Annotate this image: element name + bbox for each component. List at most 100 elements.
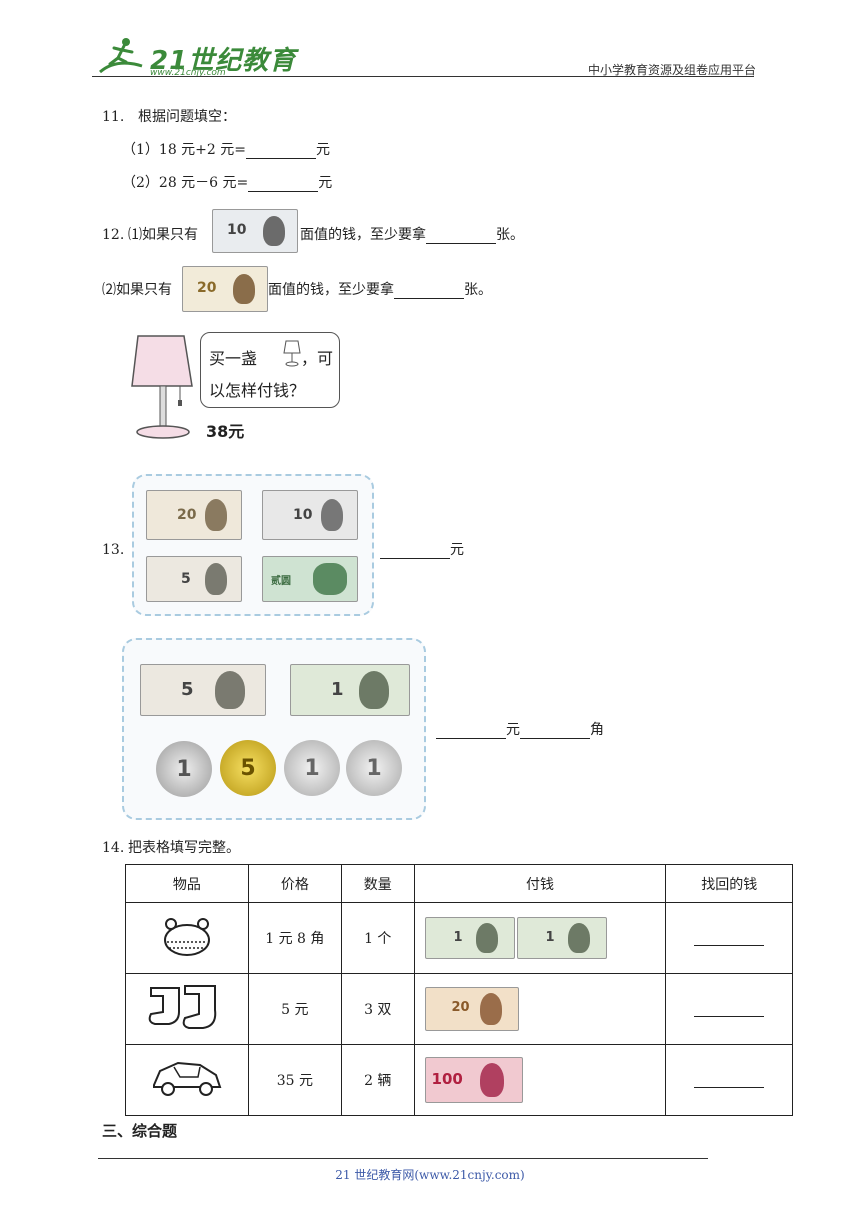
- hat-icon: [163, 918, 210, 956]
- ten-yuan-note-image: 10: [212, 209, 298, 253]
- q13-answer-1: 元: [380, 541, 464, 559]
- header-price: 价格: [247, 864, 343, 903]
- q12-line1-unit: 张。: [496, 227, 524, 243]
- one-yuan-note-image: 1: [424, 917, 515, 959]
- q11-prompt: 根据问题填空：: [138, 109, 236, 125]
- q12-line1: 面值的钱，至少要拿 张。: [300, 226, 524, 244]
- q13-unit-2b: 角: [590, 722, 604, 738]
- header-item: 物品: [125, 864, 249, 903]
- lamp-illustration: 买一盏 ，可 以怎样付钱？ 38元: [128, 330, 342, 442]
- q12-line2-text: 面值的钱，至少要拿: [268, 282, 394, 298]
- five-yuan-note-image: 5: [146, 556, 242, 602]
- one-yuan-coin-image: 1: [156, 741, 212, 797]
- q13-blank-yuan-1[interactable]: [380, 544, 450, 559]
- table-row: 1 元 8 角 1 个 1 1: [125, 902, 793, 974]
- price-cell: 35 元: [247, 1044, 343, 1116]
- q12-line1-text: 面值的钱，至少要拿: [300, 227, 426, 243]
- hundred-yuan-note-image: 100: [424, 1057, 523, 1103]
- change-blank[interactable]: [694, 1002, 765, 1017]
- one-yuan-note-image: 1: [290, 664, 410, 716]
- portrait-icon: [359, 671, 389, 709]
- note-denomination: 10: [227, 222, 247, 238]
- pay-cell: 100: [413, 1044, 667, 1116]
- speech-bubble: 买一盏 ，可 以怎样付钱？: [200, 332, 340, 408]
- five-jiao-coin-image: 5: [220, 740, 276, 796]
- note-denomination: 10: [293, 507, 313, 523]
- note-denomination: 1: [331, 679, 344, 700]
- qty-cell: 3 双: [341, 973, 415, 1045]
- header-pay: 付钱: [413, 864, 667, 903]
- q13-blank-jiao-2[interactable]: [520, 724, 590, 739]
- portrait-icon: [321, 499, 343, 531]
- twenty-yuan-note-image: 20: [182, 266, 268, 312]
- header-qty: 数量: [341, 864, 415, 903]
- change-cell: [665, 902, 793, 974]
- q11-part2: （2）28 元－6 元=元: [122, 174, 332, 192]
- q12-line2: 面值的钱，至少要拿 张。: [268, 281, 492, 299]
- q12-line2-prefix: ⑵如果只有: [102, 282, 172, 298]
- one-yuan-note-image: 1: [516, 917, 607, 959]
- one-yuan-coin-image: 1: [284, 740, 340, 796]
- small-lamp-icon: [283, 340, 301, 367]
- q13-unit-1: 元: [450, 542, 464, 558]
- q12-line2-blank[interactable]: [394, 284, 464, 299]
- change-blank[interactable]: [694, 931, 765, 946]
- portrait-icon: [479, 993, 502, 1025]
- q13-answer-2: 元角: [436, 721, 604, 739]
- platform-name: 中小学教育资源及组卷应用平台: [587, 63, 756, 77]
- twenty-yuan-note-image: 20: [146, 490, 242, 540]
- item-socks-cell: [125, 973, 249, 1045]
- qty-cell: 2 辆: [341, 1044, 415, 1116]
- note-denomination: 1: [453, 930, 463, 945]
- one-yuan-coin-image: 1: [346, 740, 402, 796]
- table-row: 35 元 2 辆 100: [125, 1044, 793, 1116]
- toy-car-icon: [152, 1061, 222, 1096]
- bubble-text-2: 以怎样付钱？: [209, 381, 306, 400]
- money-table: 物品 价格 数量 付钱 找回的钱 1 元 8 角 1 个 1 1: [125, 864, 793, 1116]
- portrait-icon: [205, 499, 227, 531]
- q11-part1-blank[interactable]: [246, 144, 316, 159]
- note-denomination: 贰圆: [271, 576, 291, 587]
- portrait-icon: [475, 923, 498, 953]
- two-yuan-note-image: 贰圆: [262, 556, 358, 602]
- change-blank[interactable]: [694, 1073, 765, 1088]
- runner-logo-icon: [99, 38, 143, 74]
- pay-cell: 20: [413, 973, 667, 1045]
- price-cell: 1 元 8 角: [247, 902, 343, 974]
- q11-number: 11.: [102, 109, 125, 125]
- logo-text: 21世纪教育: [150, 46, 297, 76]
- table-row: 5 元 3 双 20: [125, 973, 793, 1045]
- q11-part1-text: （1）18 元+2 元=: [122, 142, 246, 158]
- q11-part1-unit: 元: [316, 142, 330, 158]
- q13-number: 13.: [102, 542, 125, 558]
- note-denomination: 20: [451, 1000, 470, 1015]
- logo-url: www.21cnjy.com: [150, 68, 226, 78]
- q12-line1-prefix: ⑴如果只有: [128, 227, 198, 243]
- q14-number: 14.: [102, 840, 125, 856]
- note-denomination: 20: [197, 280, 217, 296]
- q13-blank-yuan-2[interactable]: [436, 724, 506, 739]
- note-denomination: 20: [177, 507, 197, 523]
- header-change: 找回的钱: [665, 864, 793, 903]
- twenty-yuan-note-image: 20: [424, 987, 519, 1031]
- note-denomination: 5: [181, 679, 194, 700]
- bubble-text-1b: ，可: [301, 349, 334, 368]
- table-header-row: 物品 价格 数量 付钱 找回的钱: [125, 864, 793, 903]
- change-cell: [665, 1044, 793, 1116]
- portrait-icon: [313, 563, 347, 595]
- ten-yuan-note-image: 10: [262, 490, 358, 540]
- portrait-icon: [215, 671, 245, 709]
- price-label: 38元: [206, 422, 245, 441]
- five-yuan-note-image: 5: [140, 664, 266, 716]
- bubble-text-1: 买一盏: [209, 349, 258, 368]
- q12-line2-unit: 张。: [464, 282, 492, 298]
- pay-cell: 1 1: [413, 902, 667, 974]
- socks-icon: [148, 985, 217, 1029]
- portrait-icon: [233, 274, 255, 304]
- q13-unit-2a: 元: [506, 722, 520, 738]
- q11-part2-text: （2）28 元－6 元=: [122, 175, 249, 191]
- footer-link[interactable]: 21 世纪教育网(www.21cnjy.com): [335, 1168, 525, 1182]
- q11-part1: （1）18 元+2 元= 元: [122, 141, 330, 159]
- q11-part2-blank[interactable]: [248, 177, 319, 192]
- q12-line1-blank[interactable]: [426, 229, 496, 244]
